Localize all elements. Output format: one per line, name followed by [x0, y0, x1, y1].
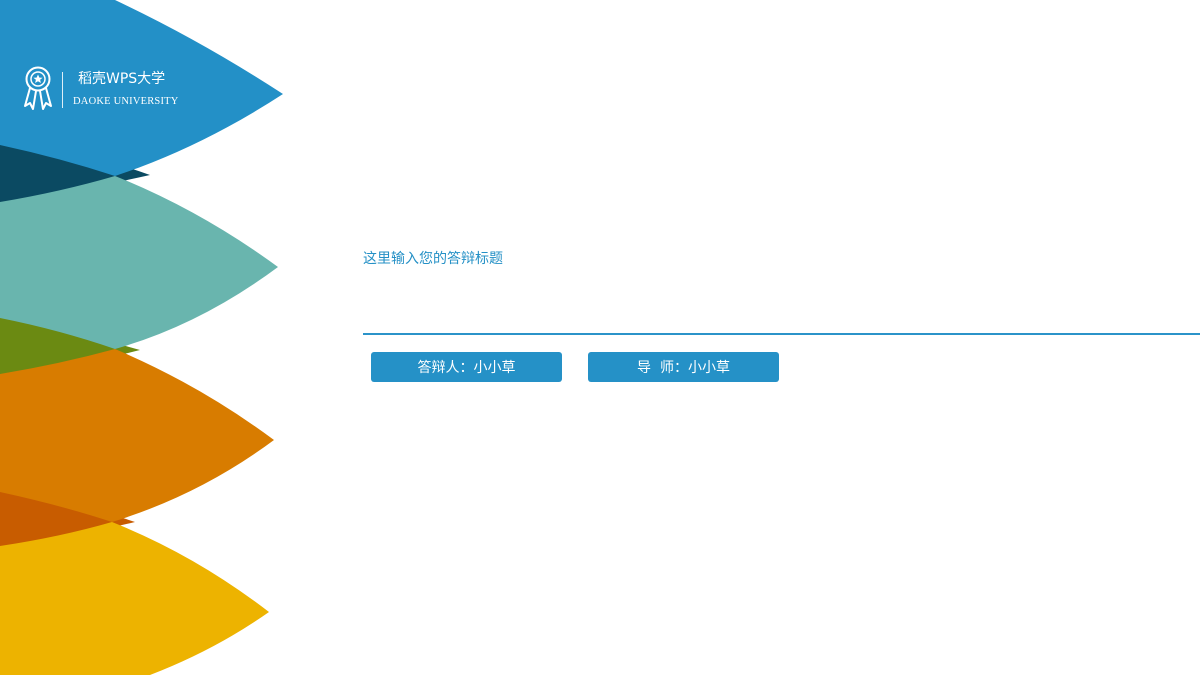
- teal-leaf: [0, 176, 278, 349]
- orange-leaf: [0, 349, 274, 522]
- advisor-label[interactable]: 导 师：小小草: [588, 352, 779, 382]
- defense-title[interactable]: 这里输入您的答辩标题: [363, 251, 503, 267]
- ribbon-badge-icon: [24, 66, 52, 110]
- yellow-leaf: [0, 522, 269, 675]
- university-name: 稻壳WPS大学: [78, 71, 166, 87]
- navy-leaf-overlap: [0, 140, 150, 205]
- dark-orange-leaf-overlap: [0, 488, 135, 548]
- blue-leaf: [0, 0, 283, 176]
- green-leaf-overlap: [0, 315, 140, 378]
- title-underline: [363, 333, 1200, 335]
- defender-label[interactable]: 答辩人：小小草: [371, 352, 562, 382]
- university-logo: 稻壳WPS大学 DAOKE UNIVERSITY: [22, 66, 212, 114]
- university-english-name: DAOKE UNIVERSITY: [73, 96, 179, 107]
- logo-divider: [62, 72, 63, 108]
